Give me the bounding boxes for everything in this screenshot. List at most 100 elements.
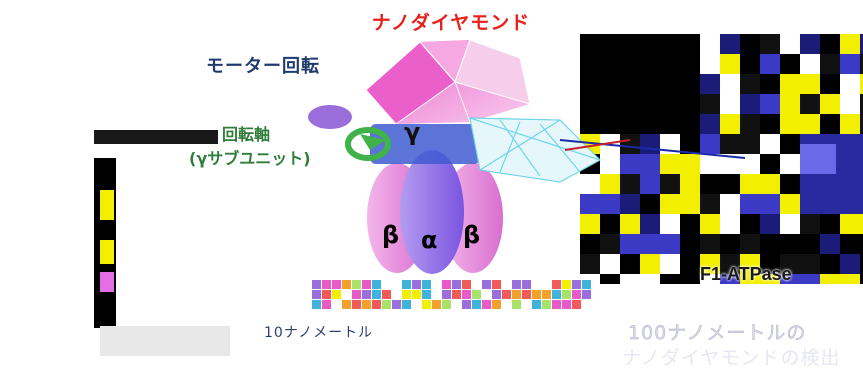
microscope-pixel	[640, 234, 660, 254]
microscope-pixel	[760, 34, 780, 54]
microscope-pixel	[720, 174, 740, 194]
base-block	[352, 290, 361, 299]
microscope-pixel	[860, 74, 863, 94]
microscope-pixel	[640, 254, 660, 274]
base-block	[472, 300, 481, 309]
base-block	[482, 290, 491, 299]
base-block	[532, 280, 541, 289]
microscope-pixel	[700, 34, 720, 54]
base-block	[532, 290, 541, 299]
microscope-pixel	[860, 154, 863, 174]
microscope-pixel	[860, 234, 863, 254]
base-block	[412, 280, 421, 289]
microscope-pixel	[780, 154, 800, 174]
alpha-label: α	[421, 226, 438, 254]
microscope-pixel	[720, 74, 740, 94]
microscope-pixel	[700, 254, 720, 274]
microscope-pixel	[680, 134, 700, 154]
microscope-pixel	[760, 214, 780, 234]
microscope-pixel	[860, 54, 863, 74]
microscope-pixel	[720, 54, 740, 74]
microscope-pixel	[800, 254, 820, 274]
base-block	[432, 300, 441, 309]
base-block	[482, 300, 491, 309]
base-block	[312, 300, 321, 309]
base-block	[472, 280, 481, 289]
base-block	[452, 280, 461, 289]
left-decor-yellow-2	[100, 240, 114, 264]
base-block	[432, 280, 441, 289]
left-decor-bottom-bar	[100, 326, 230, 356]
microscope-pixel	[680, 174, 700, 194]
microscope-pixel	[720, 214, 740, 234]
microscope-pixel	[660, 194, 680, 214]
base-block	[342, 300, 351, 309]
microscope-pixel	[820, 194, 840, 214]
microscope-pixel	[780, 254, 800, 274]
microscope-image-pixels	[580, 34, 863, 284]
microscope-pixel	[680, 194, 700, 214]
microscope-pixel	[600, 174, 620, 194]
base-block	[572, 300, 581, 309]
microscope-pixel	[620, 134, 640, 154]
base-block	[372, 300, 381, 309]
microscope-pixel	[580, 214, 600, 234]
base-block	[492, 280, 501, 289]
caption-detection: ナノダイヤモンドの検出	[622, 347, 841, 369]
base-block	[532, 300, 541, 309]
microscope-pixel	[720, 234, 740, 254]
microscope-pixel	[660, 274, 680, 284]
microscope-pixel	[620, 214, 640, 234]
microscope-pixel	[780, 54, 800, 74]
left-decor-pink	[100, 272, 114, 292]
microscope-pixel	[760, 234, 780, 254]
base-block	[322, 280, 331, 289]
rotation-axis-label: 回転軸	[218, 121, 275, 145]
microscope-pixel	[780, 114, 800, 134]
microscope-pixel	[700, 54, 720, 74]
microscope-pixel	[860, 194, 863, 214]
microscope-pixel	[680, 274, 700, 284]
gamma-shaft	[345, 124, 480, 164]
base-block	[512, 290, 521, 299]
microscope-pixel	[820, 174, 840, 194]
microscope-pixel	[720, 274, 740, 284]
microscope-pixel	[760, 274, 780, 284]
microscope-pixel	[840, 254, 860, 274]
gamma-subunit-label: (γサブユニット)	[185, 145, 315, 169]
base-block	[382, 290, 391, 299]
microscope-pixel	[800, 174, 820, 194]
microscope-pixel	[740, 234, 760, 254]
microscope-pixel	[760, 154, 780, 174]
microscope-pixel	[840, 174, 860, 194]
microscope-pixel	[640, 274, 660, 284]
microscope-pixel	[820, 254, 840, 274]
base-block	[452, 290, 461, 299]
base-block	[522, 280, 531, 289]
base-block	[332, 300, 341, 309]
microscope-pixel	[740, 54, 760, 74]
base-block	[512, 300, 521, 309]
beta-label-left: β	[382, 221, 399, 249]
base-block	[392, 290, 401, 299]
microscope-pixel	[680, 234, 700, 254]
microscope-pixel	[620, 274, 640, 284]
microscope-pixel	[700, 114, 720, 134]
base-block	[582, 290, 591, 299]
base-block	[502, 280, 511, 289]
base-block	[362, 280, 371, 289]
microscope-pixel	[840, 134, 860, 154]
base-block	[412, 300, 421, 309]
microscope-pixel	[700, 194, 720, 214]
base-block	[552, 280, 561, 289]
microscope-pixel	[800, 214, 820, 234]
microscope-pixel	[620, 194, 640, 214]
microscope-pixel	[720, 114, 740, 134]
base-block	[422, 300, 431, 309]
microscope-pixel	[700, 74, 720, 94]
base-block	[402, 290, 411, 299]
base-block	[482, 280, 491, 289]
base-block	[562, 300, 571, 309]
microscope-pixel	[580, 194, 600, 214]
